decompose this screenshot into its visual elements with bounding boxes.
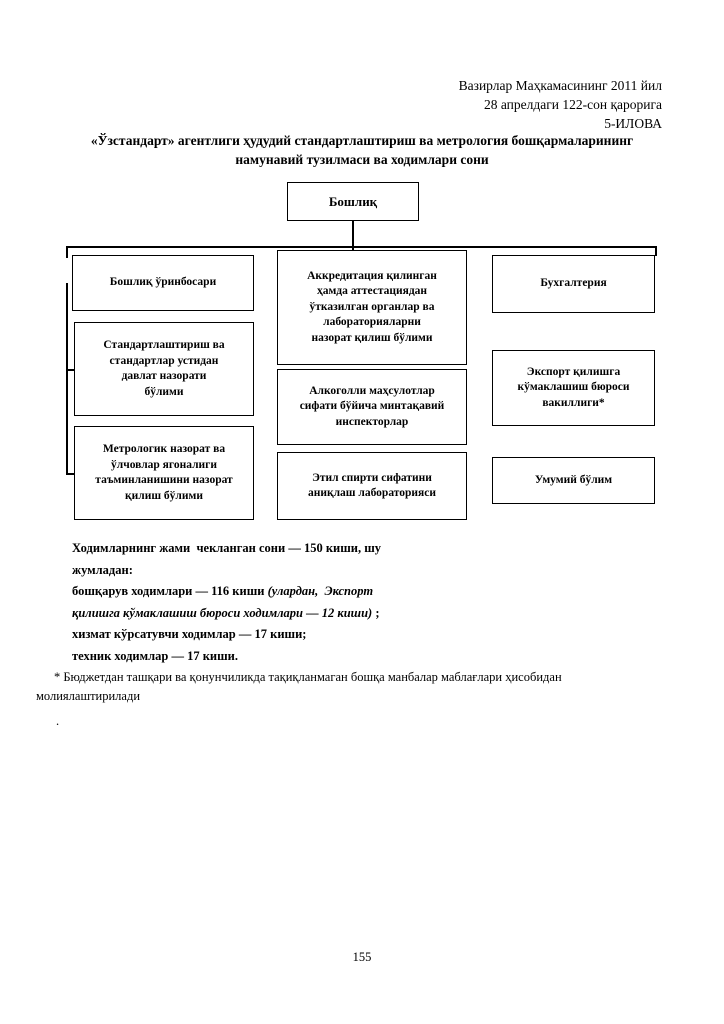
header-line-1: Вазирлар Маҳкамасининг 2011 йил: [458, 78, 662, 93]
node-accreditation-label: Аккредитация қилинган ҳамда аттестацияда…: [307, 269, 437, 344]
node-standardization[interactable]: Стандартлаштириш ва стандартлар устидан …: [74, 322, 254, 416]
connector-to-standardization: [66, 369, 74, 371]
notes-line-1: Ходимларнинг жами чекланган сони — 150 к…: [72, 541, 382, 555]
page-title-line-1: «Ўзстандарт» агентлиги ҳудудий стандартл…: [90, 133, 634, 148]
header-block: Вазирлар Маҳкамасининг 2011 йил 28 апрел…: [242, 76, 662, 133]
node-deputy[interactable]: Бошлиқ ўринбосари: [72, 255, 254, 311]
node-accounting[interactable]: Бухгалтерия: [492, 255, 655, 313]
connector-to-deputy: [66, 246, 68, 258]
node-deputy-label: Бошлиқ ўринбосари: [109, 276, 217, 289]
node-general-department[interactable]: Умумий бўлим: [492, 457, 655, 504]
node-alcohol-inspectors-label: Алкоголли маҳсулотлар сифати бўйича минт…: [299, 384, 445, 428]
notes-line-5: хизмат кўрсатувчи ходимлар — 17 киши;: [72, 627, 307, 641]
notes-line-2: жумладан:: [72, 562, 133, 577]
notes-line-4: қилишга кўмаклашиш бюроси ходимлари — 12…: [72, 603, 612, 625]
node-alcohol-inspectors[interactable]: Алкоголли маҳсулотлар сифати бўйича минт…: [277, 369, 467, 445]
header-line-2: 28 апрелдаги 122-сон қарорига: [483, 97, 662, 112]
node-general-department-label: Умумий бўлим: [534, 473, 613, 486]
notes-line-3-italic: (улардан, Экспорт: [267, 584, 374, 598]
header-line-3: 5-ИЛОВА: [604, 116, 662, 131]
page-number: 155: [352, 950, 372, 964]
notes-line-4-tail: ;: [372, 605, 380, 620]
node-export-bureau-label: Экспорт қилишга кўмаклашиш бюроси вакилл…: [517, 365, 630, 409]
node-accreditation[interactable]: Аккредитация қилинган ҳамда аттестацияда…: [277, 250, 467, 365]
node-head-label: Бошлиқ: [328, 193, 378, 209]
connector-head-down: [352, 220, 354, 246]
connector-deputy-rail: [66, 283, 68, 473]
page-title: «Ўзстандарт» агентлиги ҳудудий стандартл…: [38, 131, 686, 169]
node-ethyl-lab-label: Этил спирти сифатини аниқлаш лаборатория…: [307, 471, 437, 500]
node-head[interactable]: Бошлиқ: [287, 182, 419, 221]
node-export-bureau[interactable]: Экспорт қилишга кўмаклашиш бюроси вакилл…: [492, 350, 655, 426]
connector-to-metrology: [66, 473, 74, 475]
footnote: * Бюджетдан ташқари ва қонунчиликда тақи…: [36, 668, 692, 706]
footnote-dot: .: [56, 714, 60, 728]
node-standardization-label: Стандартлаштириш ва стандартлар устидан …: [103, 339, 225, 398]
notes-line-6: техник ходимлар — 17 киши.: [72, 648, 238, 663]
staff-notes: Ходимларнинг жами чекланган сони — 150 к…: [72, 538, 612, 667]
notes-line-3: бошқарув ходимлари — 116 киши (улардан, …: [72, 581, 612, 603]
connector-to-accounting: [655, 246, 657, 256]
node-accounting-label: Бухгалтерия: [540, 277, 607, 290]
node-ethyl-lab[interactable]: Этил спирти сифатини аниқлаш лаборатория…: [277, 452, 467, 520]
footnote-line-1: * Бюджетдан ташқари ва қонунчиликда тақи…: [54, 670, 562, 684]
notes-line-4-italic: қилишга кўмаклашиш бюроси ходимлари — 12…: [72, 605, 373, 620]
footnote-line-2: молиялаштирилади: [36, 689, 141, 703]
connector-to-accreditation: [352, 246, 354, 251]
node-metrology[interactable]: Метрологик назорат ва ўлчовлар ягоналиги…: [74, 426, 254, 520]
connector-spine: [66, 246, 656, 248]
page-title-line-2: намунавий тузилмаси ва ходимлари сони: [235, 152, 489, 167]
notes-line-3-plain: бошқарув ходимлари — 116 киши: [72, 584, 268, 598]
node-metrology-label: Метрологик назорат ва ўлчовлар ягоналиги…: [95, 443, 233, 502]
